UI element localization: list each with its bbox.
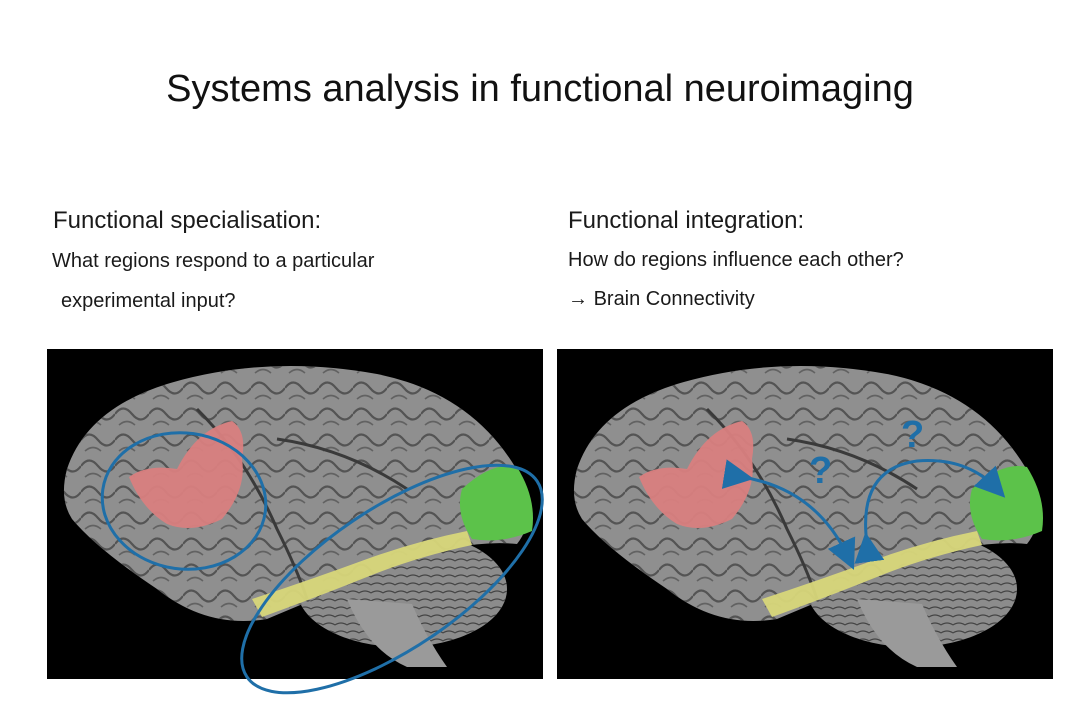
specialisation-question-line2: experimental input? [61,290,236,312]
brain-connectivity-label: Brain Connectivity [593,288,755,310]
specialisation-question-line1: What regions respond to a particular [52,250,375,272]
brainstem [857,599,957,667]
frontal-region [129,421,244,528]
brain-connectivity-line: → Brain Connectivity [568,288,755,311]
brainstem [347,599,447,667]
arrow-right-icon: → [568,288,588,310]
question-mark-frontal-temporal: ? [809,450,832,492]
frontal-highlight-ellipse [100,431,268,571]
heading-functional-specialisation: Functional specialisation: [53,207,322,234]
heading-functional-integration: Functional integration: [568,207,805,234]
integration-question: How do regions influence each other? [568,249,904,271]
temporal-region [252,531,472,617]
slide-title: Systems analysis in functional neuroimag… [166,68,914,110]
temporal-occipital-connection-arrow [854,459,1006,564]
question-mark-temporal-occipital: ? [901,414,924,456]
brain-illustration-right: ? ? [573,366,1043,667]
frontal-temporal-connection-arrow [721,459,856,570]
brain-image-specialisation [47,349,544,695]
brain-image-integration: ? ? [557,349,1053,679]
occipital-region [459,465,533,541]
temporal-highlight-ellipse [240,463,544,695]
brain-illustration-left [63,366,544,695]
